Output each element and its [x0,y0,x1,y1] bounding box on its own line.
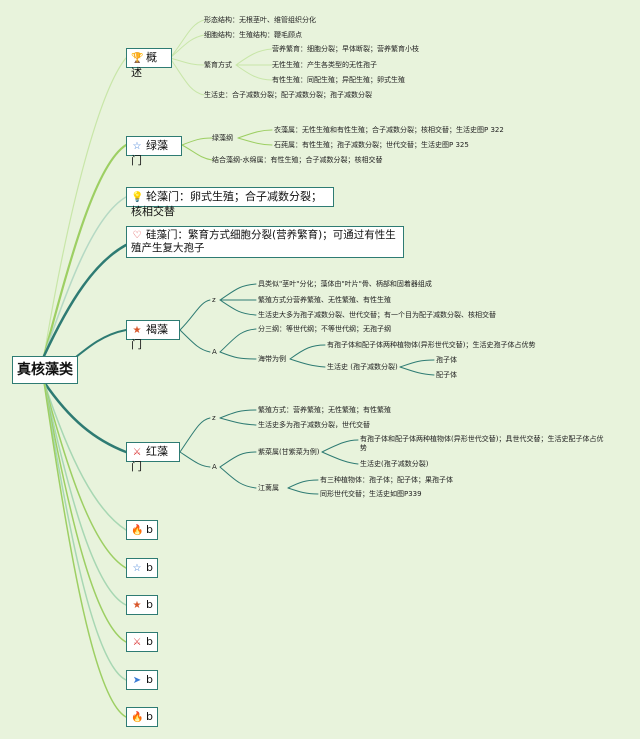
node-z[interactable]: z [212,296,216,304]
star-outline-icon: ☆ [132,141,142,152]
topic-b-2[interactable]: ☆b [126,558,158,578]
topic-b-6[interactable]: 🔥b [126,707,158,727]
node-z[interactable]: z [212,414,216,422]
node-sexual[interactable]: 有性生殖：同配生殖；异配生殖；卵式生殖 [272,76,405,84]
node-vegetative[interactable]: 营养繁育：细胞分裂；早体断裂；营养繁育小枝 [272,45,419,53]
central-topic[interactable]: 真核藻类 [12,356,78,384]
topic-label: 绿藻门 [131,139,168,167]
node-cell-structure[interactable]: 细胞结构：生殖结构：鞭毛顾点 [204,31,302,39]
trophy-icon: 🏆 [131,53,144,64]
node-gracilaria-1[interactable]: 有三种植物体：孢子体；配子体；果孢子体 [320,476,453,484]
star-outline-icon: ☆ [132,563,142,574]
topic-label: 轮藻门：卵式生殖；合子减数分裂；核相交替 [131,190,322,218]
topic-label: 硅藻门：繁育方式细胞分裂(营养繁育)；可通过有性生殖产生复大孢子 [131,229,396,254]
node-brown-z1[interactable]: 具类似"茎叶"分化；藻体由"叶片"骨、柄部和固着器组成 [258,280,432,288]
node-morphology[interactable]: 形态结构：无根茎叶、维管组织分化 [204,16,316,24]
node-gracilaria[interactable]: 江蓠属 [258,484,279,492]
flame-icon: 🔥 [131,525,144,536]
node-chlamydomonas[interactable]: 衣藻属：无性生殖和有性生殖；合子减数分裂；核相交替；生活史图P 322 [274,126,504,134]
node-asexual[interactable]: 无性生殖：产生各类型的无性孢子 [272,61,377,69]
topic-brown-algae[interactable]: ★褐藻门 [126,320,180,351]
node-kelp-1[interactable]: 有孢子体和配子体两种植物体(异形世代交替)；生活史孢子体占优势 [327,341,536,349]
node-porphyra[interactable]: 紫菜属(甘紫菜为例) [258,448,320,456]
node-kelp[interactable]: 海带为例 [258,355,286,363]
topic-label: b [146,673,153,686]
lightbulb-icon: 💡 [131,192,144,203]
node-brown-z2[interactable]: 繁殖方式分营养繁殖、无性繁殖、有性生殖 [258,296,391,304]
topic-b-5[interactable]: ➤b [126,670,158,690]
topic-label: b [146,635,153,648]
node-lifecycle[interactable]: 生活史：合子减数分裂；配子减数分裂；孢子减数分裂 [204,91,372,99]
node-red-z1[interactable]: 繁殖方式：营养繁殖；无性繁殖；有性繁殖 [258,406,391,414]
paper-plane-icon: ➤ [132,675,142,686]
node-gracilaria-2[interactable]: 同形世代交替；生活史如图P339 [320,490,422,498]
node-brown-z3[interactable]: 生活史大多为孢子减数分裂、世代交替；有一个目为配子减数分裂、核相交替 [258,311,496,319]
topic-diatoms[interactable]: ♡硅藻门：繁育方式细胞分裂(营养繁育)；可通过有性生殖产生复大孢子 [126,226,404,258]
node-kelp-2[interactable]: 生活史 (孢子减数分裂) [327,363,398,371]
star-filled-icon: ★ [132,600,142,611]
node-a[interactable]: A [212,348,217,356]
node-reproduction[interactable]: 繁育方式 [204,61,232,69]
topic-overview[interactable]: 🏆概述 [126,48,172,79]
topic-label: b [146,523,153,536]
node-a[interactable]: A [212,463,217,471]
node-spirogyra[interactable]: 结合藻纲-水绵属：有性生殖；合子减数分裂；核相交替 [212,156,383,164]
topic-b-3[interactable]: ★b [126,595,158,615]
topic-label: b [146,598,153,611]
topic-b-1[interactable]: 🔥b [126,520,158,540]
topic-charophyta[interactable]: 💡轮藻门：卵式生殖；合子减数分裂；核相交替 [126,187,334,218]
node-porphyra-2[interactable]: 生活史(孢子减数分裂) [360,460,429,468]
topic-label: b [146,710,153,723]
node-brown-a1[interactable]: 分三纲：等世代纲；不等世代纲；无孢子纲 [258,325,391,333]
node-ulva[interactable]: 石莼属：有性生殖；孢子减数分裂；世代交替；生活史图P 325 [274,141,469,149]
star-filled-icon: ★ [132,325,142,336]
heart-outline-icon: ♡ [132,230,142,241]
topic-label: 红藻门 [131,445,168,473]
topic-label: 褐藻门 [131,323,168,351]
magic-wand-icon: ⚔ [132,447,142,458]
node-chlorophyceae[interactable]: 绿藻纲 [212,134,233,142]
node-sporophyte[interactable]: 孢子体 [436,356,457,364]
topic-red-algae[interactable]: ⚔红藻门 [126,442,180,473]
node-gametophyte[interactable]: 配子体 [436,371,457,379]
magic-wand-icon: ⚔ [132,637,142,648]
topic-b-4[interactable]: ⚔b [126,632,158,652]
node-red-z2[interactable]: 生活史多为孢子减数分裂，世代交替 [258,421,370,429]
node-porphyra-1[interactable]: 有孢子体和配子体两种植物体(异形世代交替)；具世代交替；生活史配子体占优势 [360,435,604,452]
topic-green-algae[interactable]: ☆绿藻门 [126,136,182,167]
topic-label: 概述 [131,51,157,79]
topic-label: b [146,561,153,574]
flame-icon: 🔥 [131,712,144,723]
